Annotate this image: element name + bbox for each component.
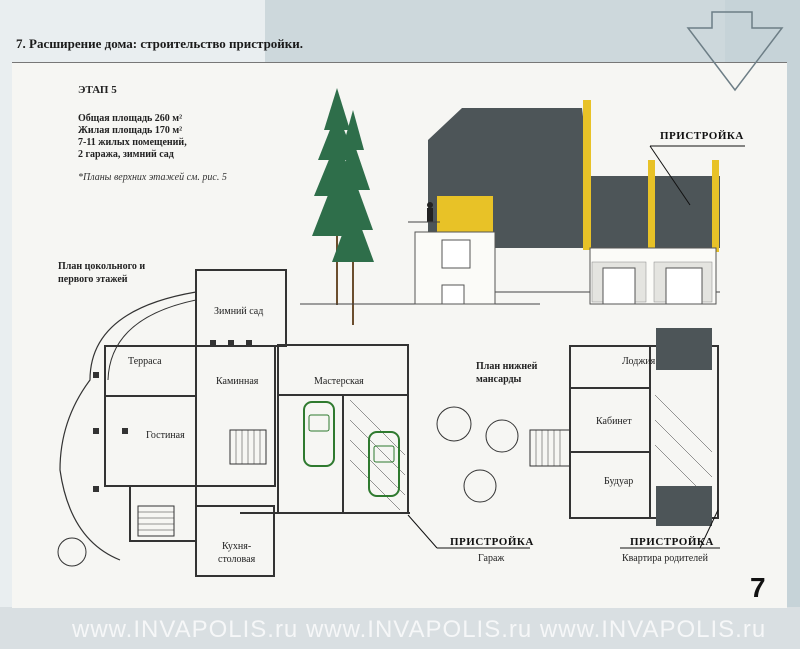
room-workshop: Мастерская	[314, 376, 364, 387]
loggia-roof	[656, 328, 712, 370]
room-loggia: Лоджия	[622, 356, 656, 367]
shrub-icon	[57, 406, 519, 567]
note: *Планы верхних этажей см. рис. 5	[78, 172, 227, 183]
columns	[93, 340, 252, 492]
page-number: 7	[750, 572, 766, 603]
balcony-roof	[656, 486, 712, 526]
car-icon	[303, 401, 400, 497]
stats-block: Общая площадь 260 м² Жилая площадь 170 м…	[78, 113, 187, 161]
room-kitchen-line2: столовая	[218, 554, 256, 565]
left-plan-title-line1: План цокольного и	[58, 261, 146, 272]
watermark: www.INVAPOLIS.ru www.INVAPOLIS.ru www.IN…	[72, 616, 767, 643]
page-heading: 7. Расширение дома: строительство пристр…	[16, 36, 304, 51]
right-plan-title: План нижней мансарды	[476, 360, 537, 386]
room-fireplace: Каминная	[216, 376, 259, 387]
stage-label: ЭТАП 5	[78, 84, 117, 96]
garage-callout-subtitle: Гараж	[478, 553, 505, 564]
right-floor-plan	[529, 345, 719, 519]
parents-callout-subtitle: Квартира родителей	[622, 553, 708, 564]
right-plan-title-line2: мансарды	[476, 374, 522, 385]
stat-garages: 2 гаража, зимний сад	[78, 149, 174, 160]
stat-total-area: Общая площадь 260 м²	[78, 113, 183, 124]
room-living: Гостиная	[146, 430, 185, 441]
room-boudoir: Будуар	[604, 476, 634, 487]
room-kitchen-line1: Кухня-	[221, 541, 252, 552]
house-elevation	[300, 100, 720, 305]
elevation-callout: ПРИСТРОЙКА	[660, 130, 744, 142]
room-winter-garden: Зимний сад	[214, 306, 264, 317]
left-plan-title: План цокольного и первого этажей	[58, 260, 145, 286]
room-study: Кабинет	[596, 416, 632, 427]
garage-callout-title: ПРИСТРОЙКА	[450, 536, 534, 548]
stat-rooms: 7-11 жилых помещений,	[78, 137, 187, 148]
room-terrace: Терраса	[128, 356, 162, 367]
left-floor-plan	[59, 269, 410, 577]
stat-living-area: Жилая площадь 170 м²	[78, 125, 183, 136]
arrow-down-icon	[686, 11, 784, 92]
tree-icon	[312, 88, 374, 325]
right-plan-title-line1: План нижней	[476, 361, 538, 372]
parents-callout-title: ПРИСТРОЙКА	[630, 536, 714, 548]
leader-lines	[407, 145, 745, 549]
left-plan-title-line2: первого этажей	[58, 274, 128, 285]
bottom-band	[0, 607, 800, 649]
room-kitchen: Кухня- столовая	[218, 540, 255, 566]
